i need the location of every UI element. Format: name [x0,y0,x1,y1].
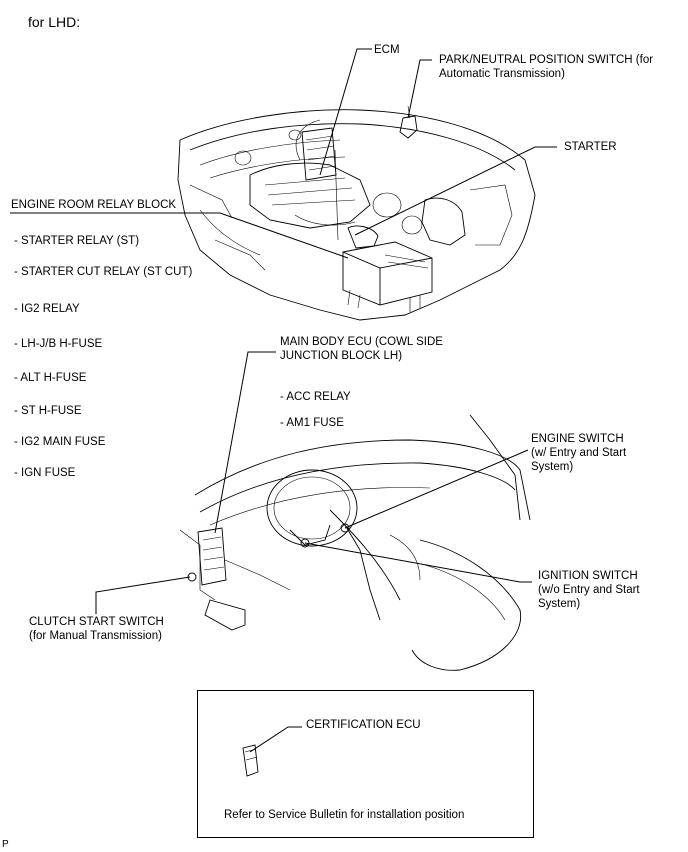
engine-switch-label: ENGINE SWITCH (w/ Entry and Start System… [531,433,627,473]
starter-label: STARTER [564,141,617,153]
alt-hfuse-label: - ALT H-FUSE [14,372,87,384]
engine-compartment-drawing [177,105,536,321]
certification-ecu-box [197,690,534,838]
diagram-heading: for LHD: [28,14,81,30]
lh-jb-hfuse-label: - LH-J/B H-FUSE [14,338,103,350]
starter-cut-relay-label: - STARTER CUT RELAY (ST CUT) [14,266,193,278]
starter-relay-label: - STARTER RELAY (ST) [14,235,140,247]
ig2-relay-label: - IG2 RELAY [14,303,80,315]
main-body-ecu-label: MAIN BODY ECU (COWL SIDE JUNCTION BLOCK … [280,336,443,362]
engine-room-relay-block-label: ENGINE ROOM RELAY BLOCK [11,199,177,211]
ig2-main-fuse-label: - IG2 MAIN FUSE [14,436,106,448]
ignition-switch-label: IGNITION SWITCH (w/o Entry and Start Sys… [538,570,640,610]
service-bulletin-note: Refer to Service Bulletin for installati… [224,809,465,821]
st-hfuse-label: - ST H-FUSE [14,405,82,417]
certification-ecu-label: CERTIFICATION ECU [306,719,421,731]
park-neutral-switch-label: PARK/NEUTRAL POSITION SWITCH (for Automa… [439,54,654,80]
dashboard-drawing [179,414,531,671]
clutch-start-switch-label: CLUTCH START SWITCH (for Manual Transmis… [29,616,164,642]
page-mark: P [2,839,9,850]
acc-relay-label: - ACC RELAY [280,391,351,403]
leader-lines [10,48,557,753]
ecm-label: ECM [374,44,400,56]
ign-fuse-label: - IGN FUSE [14,467,76,479]
am1-fuse-label: - AM1 FUSE [280,417,344,429]
